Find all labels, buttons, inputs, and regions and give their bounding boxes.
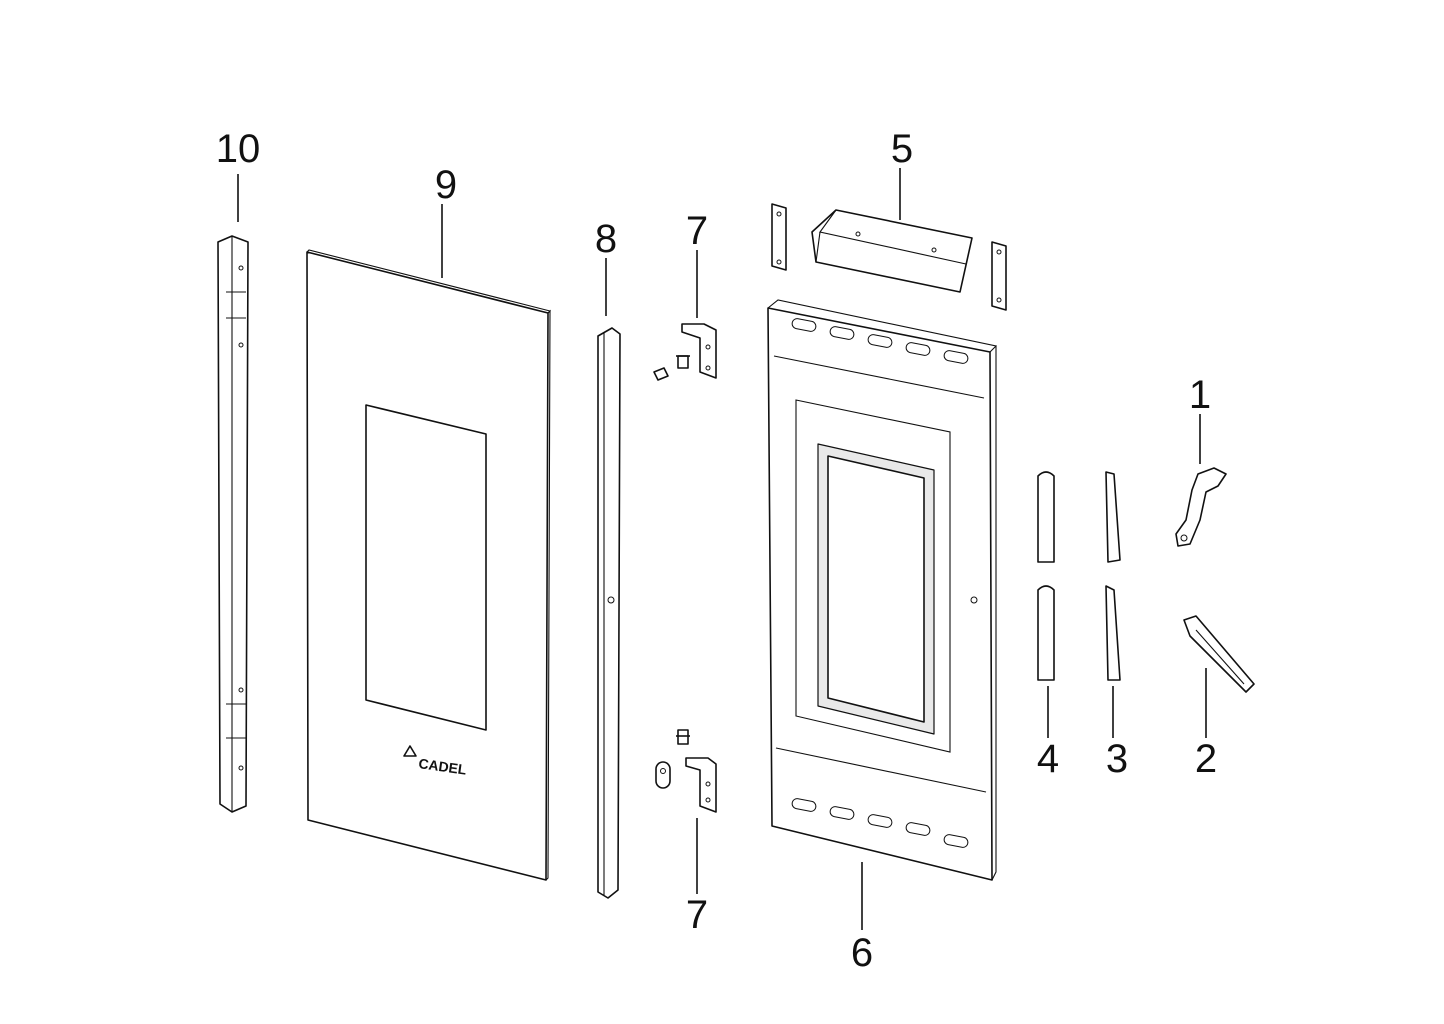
part-10-side-profile [217,235,249,813]
callout-2: 2 [1195,737,1217,781]
part-3-strips [1105,471,1121,681]
part-7-hinge-bottom [655,729,717,813]
callout-1: 1 [1189,373,1211,417]
part-5-top-deflector [771,203,1007,311]
callout-3: 3 [1106,737,1128,781]
part-1-bracket [1175,467,1227,547]
part-4-rods [1037,471,1055,681]
callout-10: 10 [216,127,261,171]
plate-left [771,203,787,271]
part-2-clip [1183,615,1255,693]
callout-7-top: 7 [686,209,708,253]
callout-4: 4 [1037,737,1059,781]
callout-labels: 10 9 8 7 7 5 6 4 3 2 1 [216,127,1217,975]
callout-9: 9 [435,163,457,207]
viewing-window [365,404,487,731]
part-6-door-frame [767,299,998,881]
part-8-seal-strip [597,327,621,899]
brand-logo: CADEL [403,745,468,778]
callout-7-bottom: 7 [686,893,708,937]
callout-8: 8 [595,217,617,261]
part-9-front-glass: CADEL [306,249,552,881]
plate-right [991,241,1007,311]
leader-lines [237,168,1207,930]
part-7-hinge-top [653,323,717,381]
callout-6: 6 [851,931,873,975]
svg-text:CADEL: CADEL [418,755,468,778]
callout-5: 5 [891,127,913,171]
